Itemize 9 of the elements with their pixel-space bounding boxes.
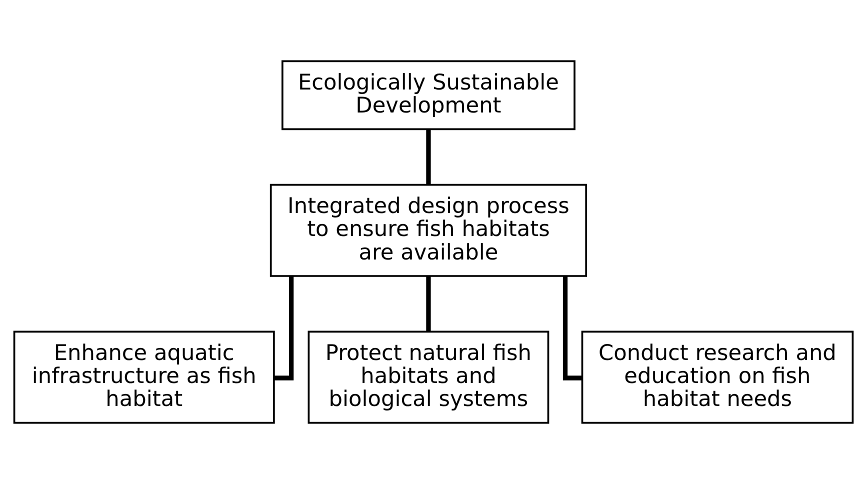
node-box: Integrated design process to ensure fish habitats are available xyxy=(270,183,588,276)
connector xyxy=(426,128,431,184)
connector xyxy=(274,276,294,380)
node-box: Enhance aquatic infrastructure as fish habitat xyxy=(13,330,275,424)
node-box: Conduct research and education on fish habitat needs xyxy=(581,330,854,424)
node-box: Protect natural fish habitats and biological systems xyxy=(308,330,550,424)
node-box: Ecologically Sustainable Development xyxy=(282,60,576,130)
connector xyxy=(562,276,582,380)
connector xyxy=(426,276,431,332)
